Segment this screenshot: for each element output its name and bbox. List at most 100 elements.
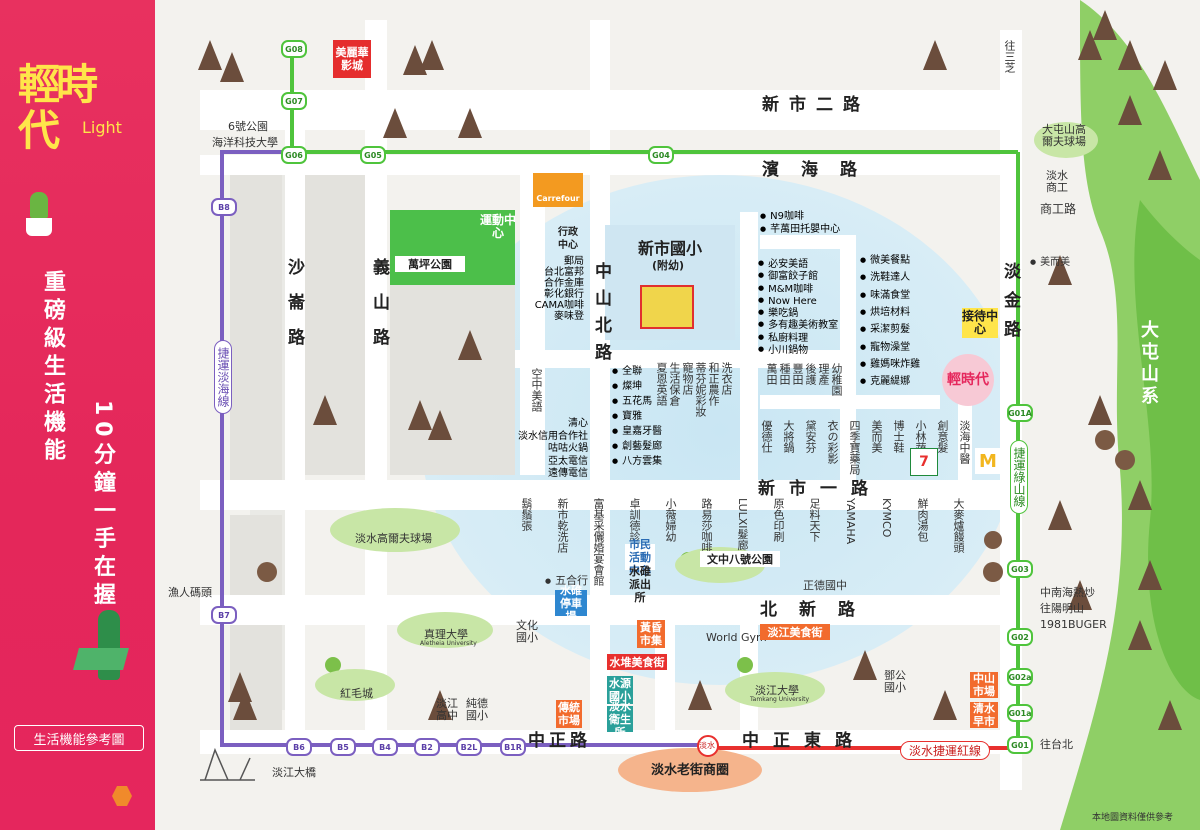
station-g03[interactable]: G03 (1007, 560, 1033, 578)
station-tamsui[interactable]: 淡水 (699, 741, 715, 750)
shop-item: 五花馬 (612, 394, 662, 409)
place-tamsui-ig: 淡水商工 (1046, 169, 1068, 194)
shop-item: N9咖啡 (760, 210, 840, 223)
sidebar: 輕時代 Light 重磅級生活機能 10分鐘一手在握 生活機能參考圖 (0, 0, 155, 830)
station-g04[interactable]: G04 (648, 146, 674, 164)
brand-logo: 輕時代 Light (18, 62, 138, 192)
place-haiyang: 海洋科技大學 (212, 136, 278, 149)
shop-item: 多有趣美術教室 (758, 319, 838, 331)
pot-icon (26, 218, 52, 236)
station-b4[interactable]: B4 (372, 738, 398, 756)
shop-item: 和正農作 (707, 362, 720, 406)
shop-item: 遠傳電信 (548, 468, 588, 479)
shop-item: 雞媽咪炸雞 (860, 356, 920, 373)
place-tamkang-en: Tamkang University (750, 696, 810, 703)
footer-label: 生活機能參考圖 (14, 725, 144, 751)
station-g07[interactable]: G07 (281, 92, 307, 110)
shop-item: 小薇婦幼 (664, 498, 677, 542)
shop-item: 克麗緹娜 (860, 373, 920, 390)
station-b5[interactable]: B5 (330, 738, 356, 756)
station-b2[interactable]: B2 (414, 738, 440, 756)
shop-item: 御富餃子館 (758, 270, 838, 282)
shop-item: 小川鍋物 (758, 344, 838, 356)
station-b6[interactable]: B6 (286, 738, 312, 756)
road-shalun: 沙崙路 (284, 258, 304, 363)
place-zhenli: 真理大學 (424, 628, 468, 641)
hex-icon (112, 786, 132, 806)
shop-item: 創意髮 (936, 420, 949, 453)
road-xinshi2: 新市二路 (762, 95, 870, 115)
shops-center: N9咖啡芊萬田托嬰中心 (760, 210, 840, 236)
station-g01a[interactable]: G01A (1007, 404, 1033, 422)
station-b7[interactable]: B7 (211, 606, 237, 624)
shop-item: 四季寶藥局 (848, 420, 861, 475)
road-shangong: 商工路 (1040, 202, 1077, 216)
place-bridge: 淡江大橋 (272, 766, 316, 779)
place-health: 淡水衛生所 (607, 700, 633, 739)
mall-list: 全聯燦坤五花馬寶雅皇嘉牙醫創藝髮廊八方雲集 (612, 364, 662, 469)
place-shuiyuan: 水源國小 (607, 676, 633, 704)
place-dashantun: 大屯山系 (1138, 320, 1159, 408)
road-binhai: 濱海路 (762, 160, 879, 180)
station-g05[interactable]: G05 (360, 146, 386, 164)
shop-item: M&M咖啡 (758, 283, 838, 295)
shop-item: 芊萬田托嬰中心 (760, 223, 840, 236)
place-admin: 行政中心 (558, 227, 578, 251)
station-g02a[interactable]: G02a (1007, 668, 1033, 686)
line-green-light: 捷運綠山線 (1010, 440, 1028, 514)
admin-item: CAMA咖啡 (534, 300, 584, 311)
shop-item: 富基采儷婚宴會館 (592, 498, 605, 586)
shop-item: 後護 (804, 363, 817, 385)
station-b1r[interactable]: B1R (500, 738, 526, 756)
place-huangyu: 黃昏市集 (637, 620, 665, 648)
dir-yangming: 往陽明山 (1040, 602, 1084, 615)
trees (198, 10, 1182, 730)
shop-item: 理產 (817, 363, 830, 385)
road-xinshi1: 新市一路 (758, 479, 882, 499)
admin-item: 郵局 (564, 256, 584, 267)
admin-item: 彰化銀行 (544, 289, 584, 300)
shop-item: 寵物澡堂 (860, 339, 920, 356)
station-g08[interactable]: G08 (281, 40, 307, 58)
station-g01a[interactable]: G01a (1007, 704, 1033, 722)
place-wenhua: 文化國小 (516, 619, 538, 644)
shop-item: 豐田 (791, 363, 804, 385)
admin-item: 合作金庫 (544, 278, 584, 289)
place-wanping: 萬坪公園 (395, 256, 465, 272)
road-beixin: 北新路 (760, 600, 877, 620)
map-note: 本地圖資料僅供參考 (1092, 813, 1174, 823)
admin-item: 台北富邦 (544, 267, 584, 278)
shop-item: 寵物店 (681, 362, 694, 395)
shop-item: Now Here (758, 295, 838, 307)
shop-item: LULXI髮廊 (736, 498, 749, 551)
sports-center-area (390, 210, 515, 285)
line-red: 淡水捷運紅線 (900, 741, 991, 760)
place-buger: 1981BUGER (1040, 618, 1107, 631)
station-b8[interactable]: B8 (211, 198, 237, 216)
mcdonalds-logo: M (975, 448, 1001, 474)
slogan2: 10分鐘一手在握 (90, 400, 115, 611)
shop-item: 幼稚園 (830, 363, 843, 396)
shop-item: 皇嘉牙醫 (612, 424, 662, 439)
station-g06[interactable]: G06 (281, 146, 307, 164)
shop-item: 優德仕 (760, 420, 773, 453)
place-sports: 運動中心 (479, 213, 516, 240)
station-b2l[interactable]: B2L (456, 738, 482, 756)
shop-item: YAMAHA (844, 498, 857, 545)
road-zhongshanbei: 中山北路 (591, 262, 611, 370)
station-g01[interactable]: G01 (1007, 736, 1033, 754)
cactus-icon (30, 192, 48, 218)
place-police: 水碓派出所 (629, 565, 651, 604)
shop-item: KYMCO (880, 498, 893, 538)
old-street-zone (618, 748, 762, 792)
dir-taipei: 往台北 (1040, 738, 1073, 751)
reception-logo: 輕時代 (947, 371, 989, 388)
shop-item: 大麥爐饅頭 (952, 498, 965, 553)
shop-item: 清心 (568, 418, 588, 429)
place-tamkang: 淡江大學 (755, 684, 799, 697)
slogan: 重磅級生活機能 (40, 270, 65, 466)
shop-item: 亞太電信 (548, 455, 588, 467)
station-g02[interactable]: G02 (1007, 628, 1033, 646)
brand-title: 輕時代 (18, 60, 98, 155)
